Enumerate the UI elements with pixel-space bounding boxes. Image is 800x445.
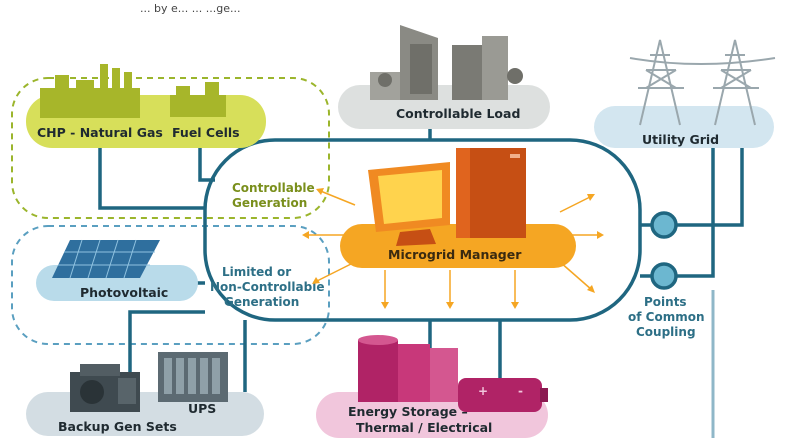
energy-storage-label-1: Energy Storage – [348,404,468,419]
controllable-generation-line2: Generation [232,196,307,210]
pcc-circle-2 [650,262,678,290]
chp-label: CHP - Natural Gas [37,125,163,140]
grid-line-2 [676,142,715,278]
ups-label: UPS [188,401,216,416]
chp-line [98,148,205,210]
utility-grid-label: Utility Grid [642,132,719,147]
limited-generation-line1: Limited or [222,265,291,279]
svg-text:-: - [518,384,523,398]
pcc-line3: Coupling [636,325,696,339]
solar-panel-icon [52,239,160,279]
manager-arrowheads [302,188,604,309]
header-text: ... by e... ... ...ge... [140,2,240,15]
computer-icon [368,148,526,246]
grid-line-1 [676,142,744,227]
controllable-generation-line1: Controllable [232,181,315,195]
limited-generation-zone [11,225,330,345]
buildings-icon [370,25,523,100]
chp-building-icon [40,64,140,118]
limited-generation-line2: Non-Controllable [210,280,324,294]
microgrid-ring [203,138,642,322]
pcc-circle-1 [650,211,678,239]
limited-generation-line3: Generation [224,295,299,309]
photovoltaic-label: Photovoltaic [80,285,168,300]
backup-gen-sets-label: Backup Gen Sets [58,419,177,434]
controllable-load-label: Controllable Load [396,106,520,121]
svg-text:+: + [478,384,488,398]
fuel-cells-icon [170,82,226,117]
backup-line [128,310,205,392]
microgrid-manager-label: Microgrid Manager [388,247,522,262]
energy-storage-label-2: Thermal / Electrical [356,420,492,435]
pcc-line1: Points [644,295,687,309]
ups-cabinet-icon [158,352,228,402]
transmission-tower-icon [629,39,776,126]
pcc-line2: of Common [628,310,705,324]
utility-grid-pill [594,106,774,148]
fuel-cells-label: Fuel Cells [172,125,240,140]
generator-icon [70,364,140,412]
controllable-generation-zone [11,77,330,219]
manager-arrows [305,189,600,305]
thermal-tanks-icon [358,335,458,402]
fuelcells-line [198,148,215,182]
battery-icon: + - [458,378,548,412]
